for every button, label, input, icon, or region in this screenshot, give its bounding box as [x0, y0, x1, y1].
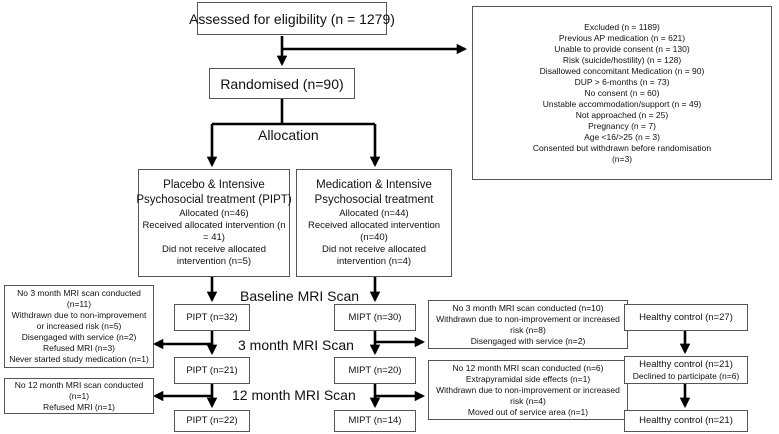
node-label: Healthy control (n=21)	[639, 415, 733, 426]
excluded-line: (n=3)	[611, 153, 633, 164]
excluded-line: Unable to provide consent (n = 130)	[554, 43, 690, 54]
hc-3month-node: Healthy control (n=21) Declined to parti…	[624, 356, 748, 384]
randomised-label: Randomised (n=90)	[220, 75, 344, 92]
mipt-arm-line: Allocated (n=44)	[339, 208, 409, 219]
mipt-dropout-3month: No 3 month MRI scan conducted (n=10) Wit…	[428, 300, 628, 349]
excluded-line: No consent (n = 60)	[584, 87, 660, 98]
pipt-12month-node: PIPT (n=22)	[174, 410, 250, 432]
mipt-arm-line: Did not receive allocated	[321, 244, 427, 255]
dropout-line: Withdrawn due to non-improvement	[11, 310, 147, 320]
dropout-line: Refused MRI (n=1)	[42, 401, 116, 412]
hc-12month-node: Healthy control (n=21)	[624, 410, 748, 432]
excluded-line: Consented but withdrawn before randomisa…	[532, 142, 712, 153]
assessed-box: Assessed for eligibility (n = 1279)	[189, 2, 395, 35]
dropout-line: Refused MRI (n=3)	[42, 343, 116, 353]
node-label: MIPT (n=30)	[348, 311, 402, 323]
node-label: PIPT (n=21)	[186, 364, 238, 376]
pipt-dropout-12month: No 12 month MRI scan conducted (n=1) Ref…	[4, 378, 154, 414]
stage-3month-label: 3 month MRI Scan	[238, 337, 354, 353]
excluded-line: Excluded (n = 1189)	[584, 21, 660, 32]
dropout-line: Withdrawn due to non-improvement or incr…	[436, 384, 620, 395]
node-label: MIPT (n=20)	[348, 364, 402, 376]
dropout-line: (n=1)	[68, 390, 90, 401]
mipt-arm-title: Psychosocial treatment	[314, 194, 434, 206]
pipt-dropout-3month: No 3 month MRI scan conducted (n=11) Wit…	[4, 285, 154, 368]
assessed-label: Assessed for eligibility (n = 1279)	[189, 10, 395, 27]
dropout-line: Disengaged with service (n=2)	[21, 332, 137, 342]
hc-declined-note: Declined to participate (n=6)	[632, 370, 740, 381]
dropout-line: Moved out of service area (n=1)	[467, 406, 589, 417]
pipt-arm-line: Received allocated intervention (n	[142, 220, 286, 231]
excluded-line: Not approached (n = 25)	[575, 109, 669, 120]
mipt-arm-title: Medication & Intensive	[316, 179, 432, 191]
mipt-dropout-12month: No 12 month MRI scan conducted (n=6) Ext…	[428, 360, 628, 420]
pipt-arm-title: Placebo & Intensive	[163, 179, 265, 191]
mipt-arm-box: Medication & Intensive Psychosocial trea…	[296, 169, 452, 277]
mipt-3month-node: MIPT (n=20)	[334, 357, 416, 384]
dropout-line: (n=11)	[66, 299, 92, 309]
mipt-arm-line: intervention (n=4)	[336, 256, 412, 267]
node-label: Healthy control (n=27)	[639, 311, 733, 323]
pipt-baseline-node: PIPT (n=32)	[174, 304, 250, 331]
dropout-line: No 12 month MRI scan conducted (n=6)	[452, 362, 604, 373]
dropout-line: risk (n=4)	[510, 395, 546, 406]
excluded-line: Previous AP medication (n = 621)	[558, 32, 686, 43]
pipt-arm-line: Allocated (n=46)	[179, 208, 249, 219]
node-label: Healthy control (n=21)	[639, 358, 733, 370]
excluded-line: Pregnancy (n = 7)	[588, 120, 656, 131]
mipt-baseline-node: MIPT (n=30)	[334, 304, 416, 331]
dropout-line: Disengaged with service (n=2)	[470, 335, 586, 346]
pipt-arm-line: Did not receive allocated	[161, 244, 267, 255]
stage-12month-label: 12 month MRI Scan	[232, 387, 356, 403]
pipt-3month-node: PIPT (n=21)	[174, 357, 250, 384]
pipt-arm-line: = 41)	[203, 232, 225, 243]
dropout-line: Extrapyramidal side effects (n=1)	[465, 373, 591, 384]
excluded-line: DUP > 6-months (n = 73)	[574, 76, 670, 87]
dropout-line: No 3 month MRI scan conducted (n=10)	[452, 302, 604, 313]
node-label: PIPT (n=32)	[186, 311, 238, 323]
dropout-line: No 3 month MRI scan conducted	[17, 288, 141, 298]
node-label: MIPT (n=14)	[348, 415, 402, 426]
dropout-line: or increased risk (n=5)	[36, 321, 122, 331]
pipt-arm-title: Psychosocial treatment (PIPT)	[136, 194, 292, 206]
mipt-arm-line: (n=40)	[360, 232, 388, 243]
dropout-line: No 12 month MRI scan conducted	[14, 379, 144, 390]
dropout-line: risk (n=8)	[510, 324, 546, 335]
pipt-arm-line: intervention (n=5)	[176, 256, 252, 267]
hc-baseline-node: Healthy control (n=27)	[624, 304, 748, 331]
excluded-line: Disallowed concomitant Medication (n = 9…	[539, 65, 705, 76]
mipt-12month-node: MIPT (n=14)	[334, 410, 416, 432]
pipt-arm-box: Placebo & Intensive Psychosocial treatme…	[136, 169, 292, 277]
stage-baseline-label: Baseline MRI Scan	[240, 288, 360, 304]
allocation-label: Allocation	[258, 127, 319, 143]
excluded-line: Unstable accommodation/support (n = 49)	[542, 98, 702, 109]
excluded-box: Excluded (n = 1189) Previous AP medicati…	[472, 6, 772, 180]
dropout-line: Withdrawn due to non-improvement or incr…	[436, 313, 620, 324]
excluded-line: Risk (suicide/hostility) (n = 128)	[562, 54, 682, 65]
excluded-line: Age <16/>25 (n = 3)	[584, 131, 660, 142]
node-label: PIPT (n=22)	[186, 415, 238, 426]
dropout-line: Never started study medication (n=1)	[9, 354, 149, 364]
mipt-arm-line: Received allocated intervention	[307, 220, 441, 231]
randomised-box: Randomised (n=90)	[209, 68, 355, 99]
